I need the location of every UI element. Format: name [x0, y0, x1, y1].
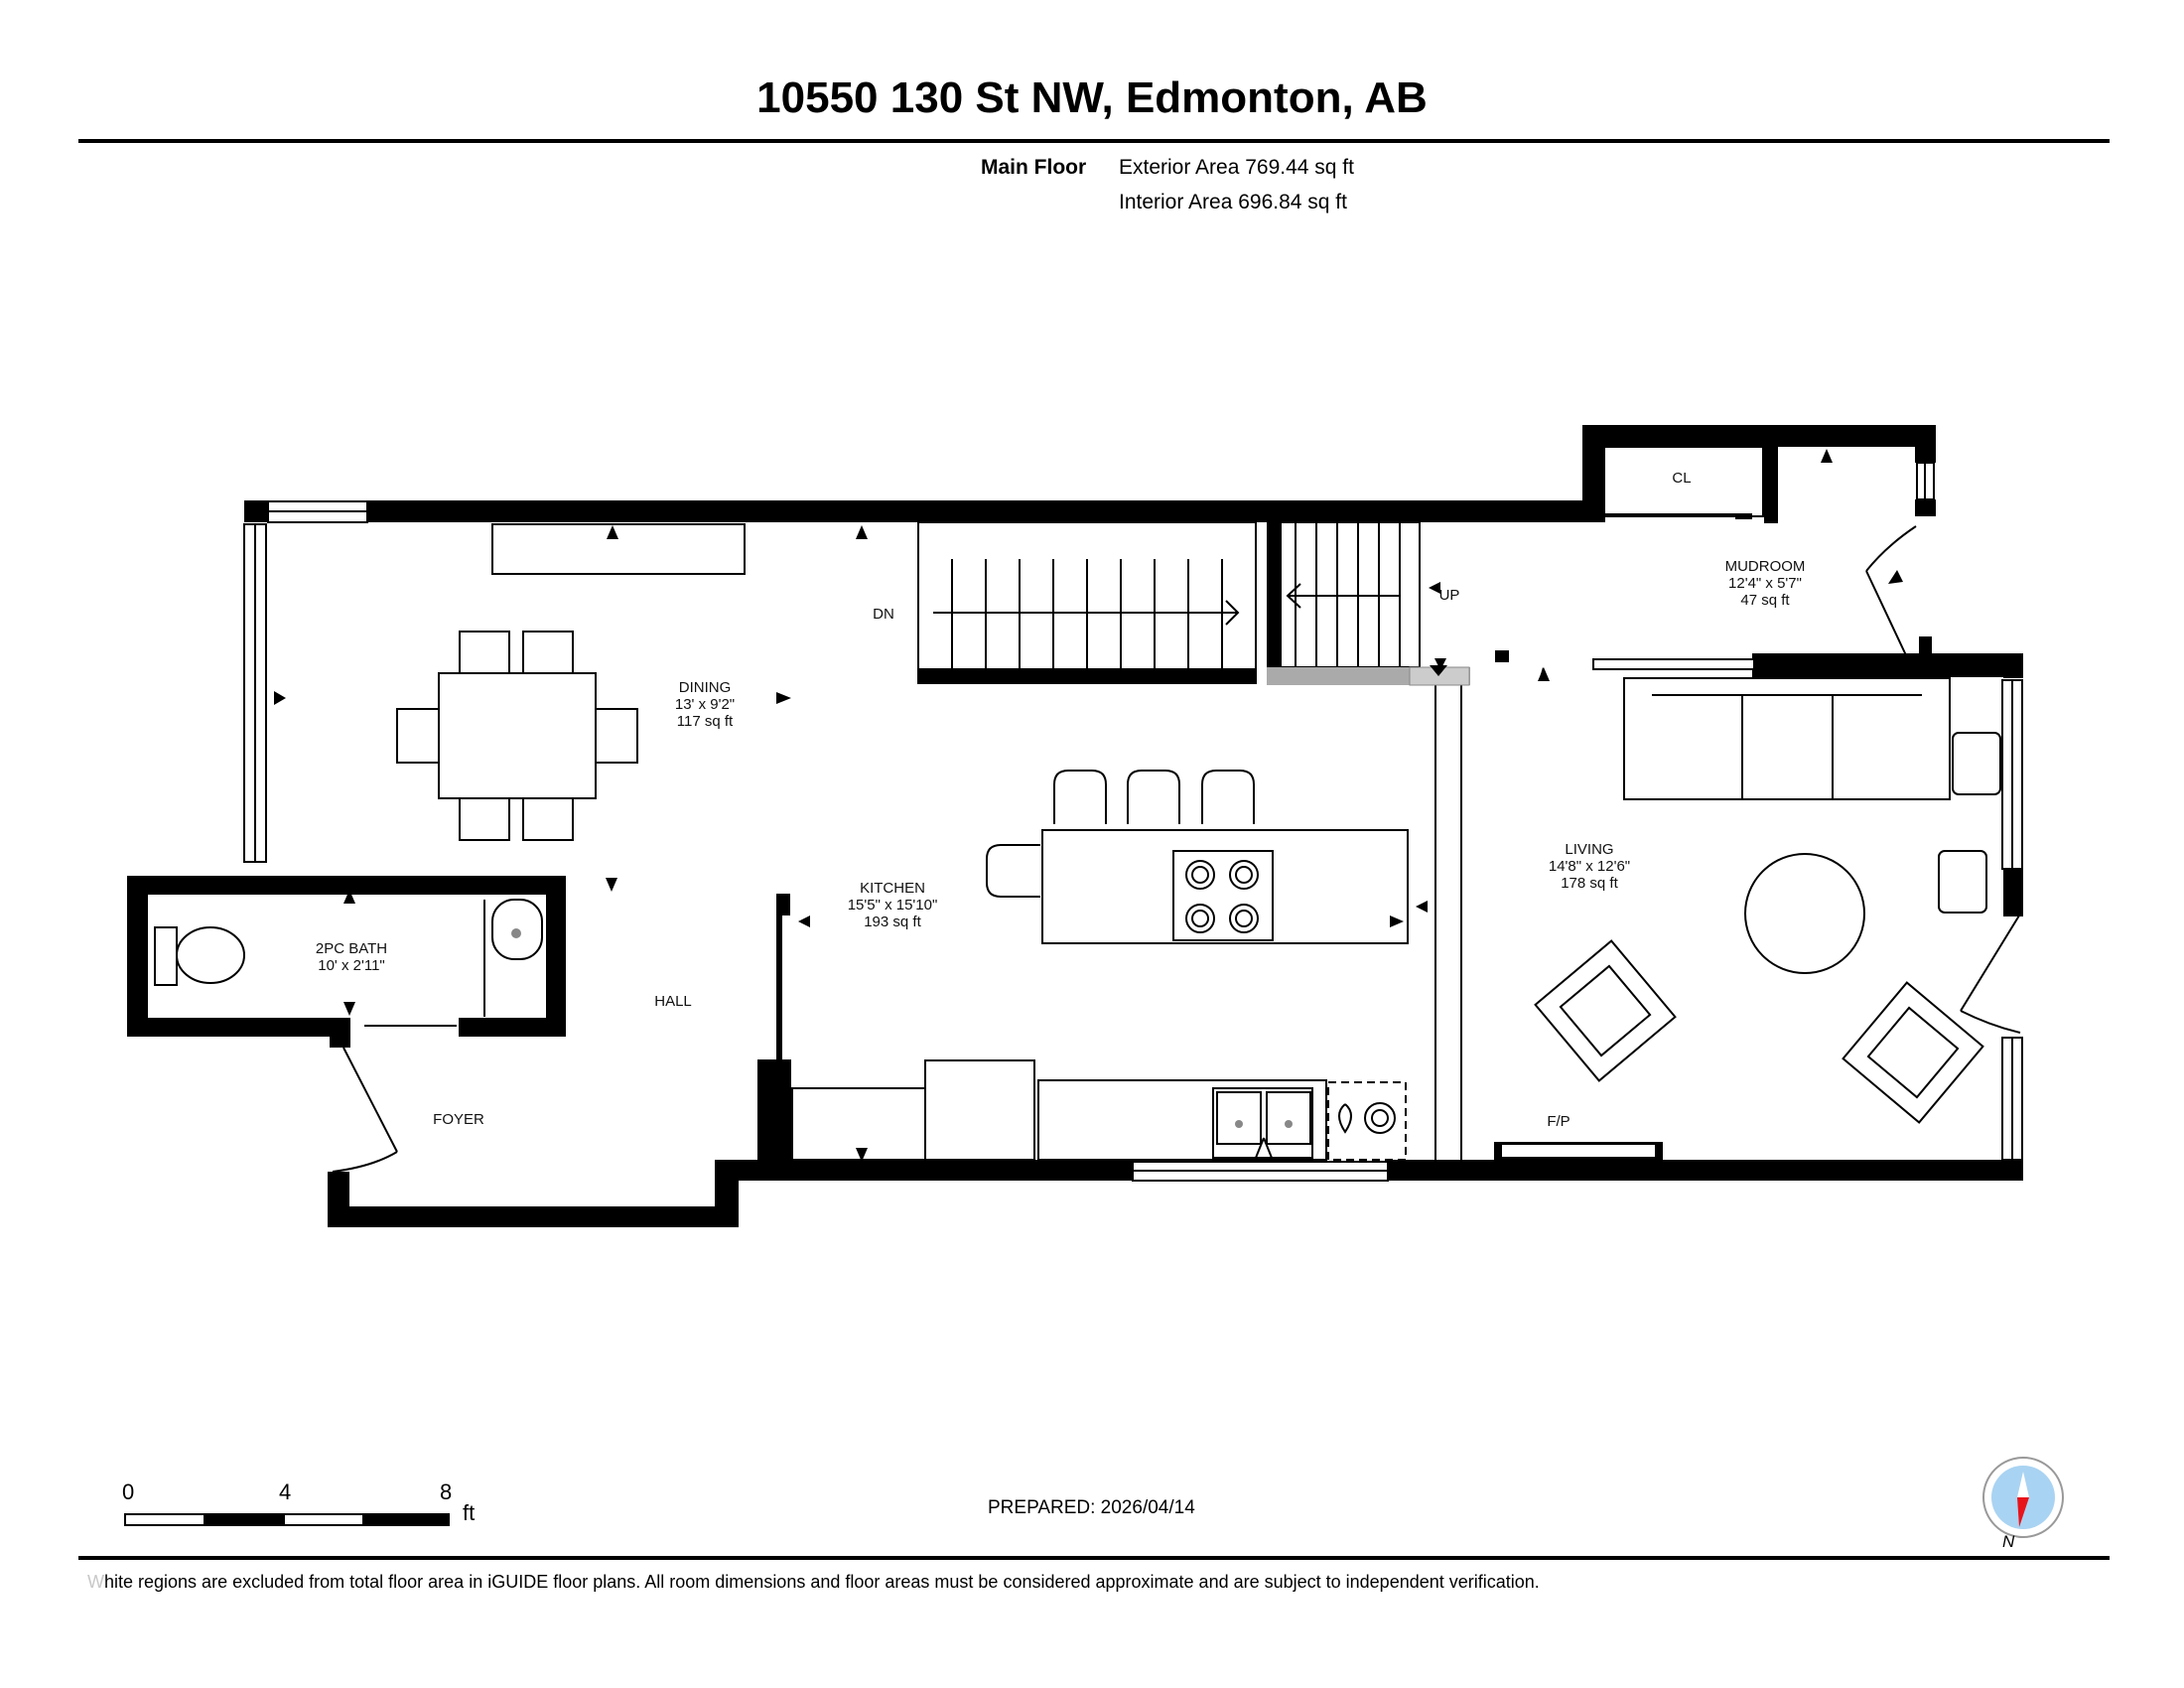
furniture — [154, 523, 2001, 1161]
mudroom-area: 47 sq ft — [1740, 592, 1790, 609]
scale-tick-8: 8 — [440, 1479, 453, 1504]
mudroom-closet — [1603, 446, 1764, 519]
scale-bar — [124, 1513, 450, 1526]
header-rule — [78, 139, 2110, 143]
compass-icon — [1982, 1457, 2064, 1538]
dining-name: DINING — [679, 679, 732, 696]
arrows — [274, 449, 1903, 1162]
page-title: 10550 130 St NW, Edmonton, AB — [756, 73, 1428, 122]
stairs-up-label: UP — [1439, 587, 1460, 604]
kitchen-name: KITCHEN — [860, 880, 925, 897]
interior-area: Interior Area 696.84 sq ft — [1119, 191, 1347, 213]
fireplace-label: F/P — [1547, 1113, 1570, 1130]
scale-unit: ft — [463, 1500, 476, 1525]
disclaimer: White regions are excluded from total fl… — [87, 1572, 1540, 1593]
stairs-down-label: DN — [873, 606, 894, 623]
stairs-down — [917, 521, 1257, 684]
bath-name: 2PC BATH — [316, 940, 387, 957]
windows — [243, 462, 2023, 1182]
stairs-up — [1267, 521, 1470, 686]
scale-tick-4: 4 — [279, 1479, 292, 1504]
hall-label: HALL — [654, 993, 692, 1010]
mudroom-name: MUDROOM — [1725, 558, 1806, 575]
kitchen-area: 193 sq ft — [864, 914, 921, 930]
living-area: 178 sq ft — [1561, 875, 1618, 892]
exterior-area: Exterior Area 769.44 sq ft — [1119, 156, 1354, 179]
prepared-date: PREPARED: 2026/04/14 — [988, 1497, 1195, 1518]
floor-name: Main Floor — [981, 156, 1087, 179]
closet-label: CL — [1672, 470, 1691, 487]
living-name: LIVING — [1565, 841, 1613, 858]
disclaimer-first-letter: W — [87, 1572, 104, 1592]
doors — [332, 525, 2021, 1173]
walls — [127, 425, 2023, 1227]
foyer-label: FOYER — [433, 1111, 484, 1128]
dining-dims: 13' x 9'2" — [675, 696, 735, 713]
kitchen-dims: 15'5" x 15'10" — [848, 897, 938, 914]
footer-rule — [78, 1556, 2110, 1560]
north-label: N — [2002, 1532, 2015, 1551]
dining-area: 117 sq ft — [677, 713, 734, 730]
disclaimer-text: hite regions are excluded from total flo… — [104, 1572, 1540, 1592]
mudroom-dims: 12'4" x 5'7" — [1728, 575, 1802, 592]
scale-tick-0: 0 — [122, 1479, 135, 1504]
bath-dims: 10' x 2'11" — [318, 957, 385, 974]
living-dims: 14'8" x 12'6" — [1549, 858, 1630, 875]
